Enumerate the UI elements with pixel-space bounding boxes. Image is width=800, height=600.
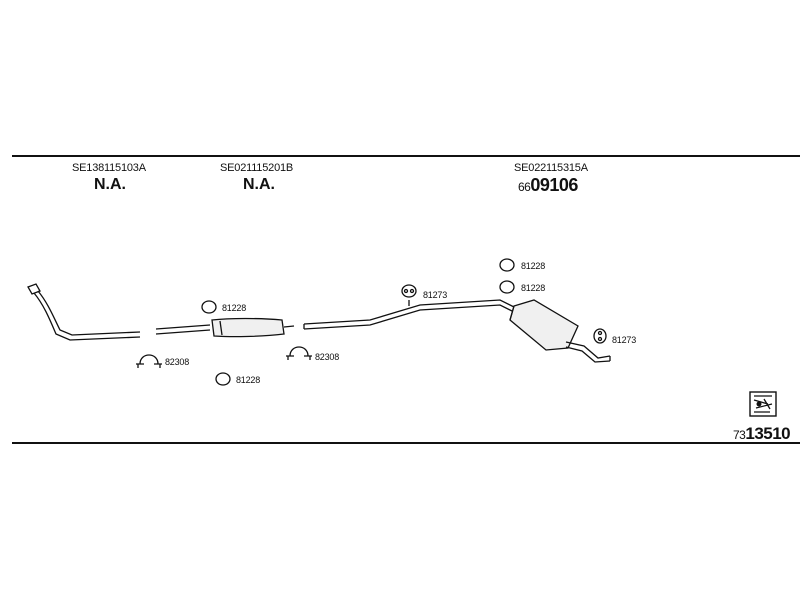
part-label-ring-right-top: 81228 — [521, 261, 546, 271]
reference-number: 7313510 — [733, 424, 791, 444]
section-3-part-number: SE022115315A — [514, 162, 588, 174]
hanger-icons — [401, 284, 607, 344]
clamp-icon — [286, 346, 312, 360]
part-label-hanger-right: 81273 — [612, 335, 637, 345]
clamp-icons — [136, 346, 312, 368]
part-label-clamp-middle: 82308 — [315, 352, 340, 362]
front-pipe — [27, 283, 141, 341]
diagram-reference-icon — [749, 391, 777, 417]
section-1-status: N.A. — [94, 176, 126, 193]
top-divider — [12, 155, 800, 157]
ring-icon — [201, 300, 217, 314]
clamp-icon — [136, 354, 162, 368]
ring-icon — [499, 258, 515, 272]
section-2-part-number: SE021115201B — [220, 162, 294, 174]
ring-icon — [499, 280, 515, 294]
ring-icon — [215, 372, 231, 386]
part-label-hanger-middle: 81273 — [423, 290, 448, 300]
connecting-pipe — [303, 299, 515, 330]
part-label-ring-right-mid: 81228 — [521, 283, 546, 293]
part-label-ring-upper-left: 81228 — [222, 303, 247, 313]
part-label-ring-lower-left: 81228 — [236, 375, 261, 385]
hanger-icon — [401, 284, 417, 306]
reference-main: 13510 — [745, 424, 791, 443]
ring-icons — [201, 258, 515, 386]
middle-pipe — [155, 317, 295, 338]
section-2-status: N.A. — [243, 176, 275, 193]
section-3-number: 6609106 — [518, 175, 578, 196]
rear-muffler — [509, 299, 611, 363]
bottom-divider — [12, 442, 800, 444]
section-3-number-prefix: 66 — [518, 180, 531, 194]
hanger-icon — [593, 328, 607, 344]
section-1-part-number: SE138115103A — [72, 162, 146, 174]
section-3-number-main: 09106 — [530, 175, 578, 195]
reference-prefix: 73 — [733, 428, 746, 442]
part-label-clamp-left: 82308 — [165, 357, 190, 367]
